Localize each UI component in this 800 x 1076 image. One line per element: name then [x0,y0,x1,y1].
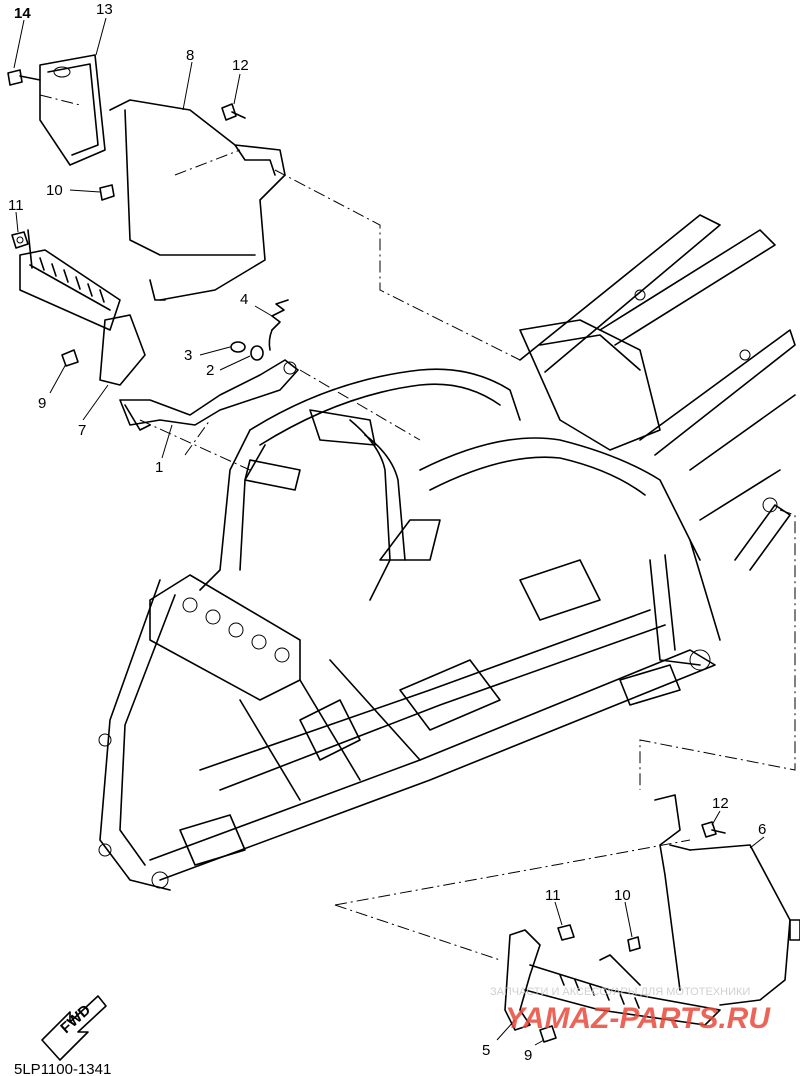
callout-1: 1 [155,459,163,476]
bolt-part-10-bot [627,936,641,952]
callout-5: 5 [482,1042,490,1059]
callout-7: 7 [78,422,86,439]
brake-pedal-part-1 [119,359,299,431]
callout-8: 8 [186,47,194,64]
bolt-part-10-top [99,184,115,201]
bolt-part-12-top [221,103,246,121]
bolt-part-14 [7,69,41,86]
nut-part-11-bot [557,924,575,941]
callout-9-top: 9 [38,395,46,412]
callout-2: 2 [206,362,214,379]
watermark-line1: ЗАПЧАСТИ И АКСЕССУАРЫ ДЛЯ МОТОТЕХНИКИ [490,986,750,998]
nut-part-11-top [11,231,29,249]
diagram-code: 5LP1100-1341 [14,1061,111,1076]
main-frame [98,214,796,891]
watermark: ЗАПЧАСТИ И АКСЕССУАРЫ ДЛЯ МОТОТЕХНИКИ YA… [490,986,771,1035]
callout-6: 6 [758,821,766,838]
callout-14: 14 [14,5,31,22]
fwd-arrow-icon: FWD [41,995,107,1061]
callout-9-bot: 9 [524,1047,532,1064]
footrest-part-5 [504,929,721,1031]
footrest-bracket-part-6 [654,794,800,1006]
callout-10-bot: 10 [614,887,631,904]
callout-12-bot: 12 [712,795,729,812]
callout-11-top: 11 [8,197,24,214]
washer-part-2 [250,345,264,361]
callout-10-top: 10 [46,182,63,199]
callout-labels: 14 13 8 12 10 11 4 3 2 9 7 1 12 6 11 10 … [8,1,766,1064]
bolt-part-12-bot [701,821,726,838]
callout-12-top: 12 [232,57,249,74]
watermark-line2: YAMAZ-PARTS.RU [505,1002,771,1035]
callout-13: 13 [96,1,113,18]
leader-lines [13,17,765,1046]
callout-11-bot: 11 [545,887,561,904]
footrest-part-7 [19,229,146,386]
footrest-bracket-part-8 [109,99,286,301]
callout-4: 4 [240,291,248,308]
heel-guard-part-13 [39,54,106,166]
washer-part-3 [230,341,246,353]
callout-3: 3 [184,347,192,364]
bolt-part-9-bot [539,1025,557,1043]
spring-part-4 [268,299,289,351]
reference-lines [39,94,796,961]
bolt-part-9-top [61,349,79,367]
